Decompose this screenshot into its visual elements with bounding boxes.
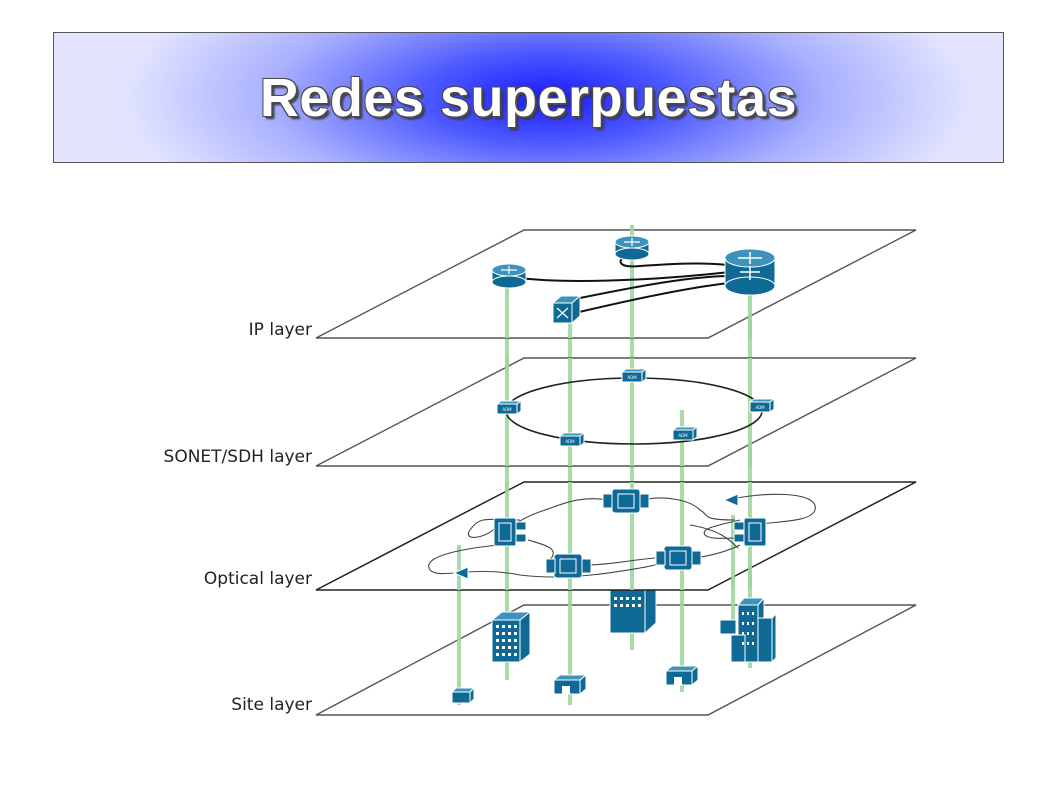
core-router-icon — [724, 248, 776, 296]
site-layer-group: Site layer — [231, 604, 917, 716]
adm-devices: ADM ADM ADM ADM ADM — [495, 368, 776, 447]
optical-amplifier-icon-2 — [452, 566, 469, 580]
title-banner: Redes superpuestas — [53, 32, 1004, 163]
optical-layer-plane — [315, 481, 917, 591]
adm-label: ADM — [678, 433, 688, 438]
optical-switch-icon-2 — [545, 553, 592, 579]
site-layer-label: Site layer — [231, 695, 312, 715]
optical-devices — [452, 488, 767, 580]
atm-switch-icon — [551, 294, 582, 325]
optical-layer-group: Optical layer — [204, 481, 917, 591]
house-site-icon-2 — [664, 664, 700, 687]
adm-icon-bottom-left: ADM — [558, 432, 586, 447]
sonet-layer-label: SONET/SDH layer — [164, 447, 312, 467]
adm-label: ADM — [627, 375, 637, 380]
adm-icon-right: ADM — [748, 398, 776, 413]
adm-label: ADM — [565, 439, 575, 444]
skyscraper-cluster-icon — [719, 596, 777, 664]
optical-switch-icon-3 — [655, 545, 702, 571]
optical-layer-label: Optical layer — [204, 569, 312, 589]
adm-label: ADM — [502, 407, 512, 412]
optical-mux-icon-right — [733, 517, 767, 547]
house-site-icon — [552, 673, 588, 696]
optical-mux-icon-left — [493, 517, 527, 547]
ip-layer-group: IP layer — [249, 229, 917, 340]
ip-layer-label: IP layer — [249, 320, 312, 340]
router-icon-left — [491, 263, 527, 289]
sonet-layer-group: SONET/SDH layer — [164, 357, 917, 467]
small-site-icon — [450, 686, 476, 705]
sonet-layer-plane — [315, 357, 917, 467]
adm-icon-top: ADM — [620, 368, 648, 383]
office-building-icon — [490, 610, 532, 664]
router-icon-top — [614, 235, 650, 261]
adm-icon-bottom-right: ADM — [671, 426, 699, 441]
ip-devices — [491, 235, 776, 325]
optical-switch-icon-1 — [602, 488, 650, 514]
site-buildings — [450, 578, 777, 705]
adm-icon-left: ADM — [495, 400, 523, 415]
slide-title: Redes superpuestas — [259, 67, 798, 128]
optical-amplifier-icon-1 — [722, 493, 739, 507]
adm-label: ADM — [755, 405, 765, 410]
